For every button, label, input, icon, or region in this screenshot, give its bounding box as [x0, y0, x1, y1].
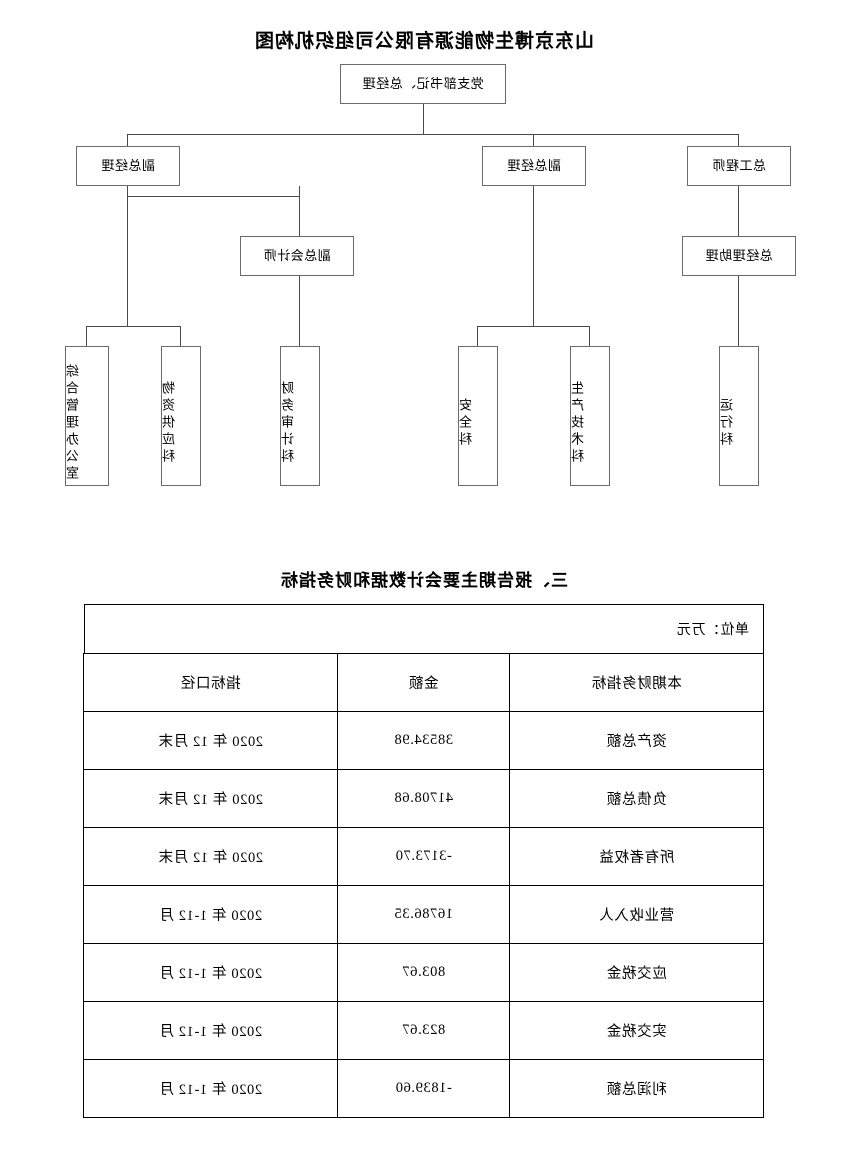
- org-node-dept-production-tech-label: 生产技术科: [571, 380, 586, 466]
- connector-drop-production-tech: [589, 326, 590, 346]
- cell-caliber: 2020 年 12 月末: [83, 711, 338, 770]
- connector-deputy-gm-left-stem: [533, 186, 534, 326]
- cell-metric: 实交税金: [509, 1001, 764, 1060]
- cell-metric: 营业收入人: [509, 885, 764, 944]
- org-node-dept-finance-audit-label: 财务审计科: [281, 380, 296, 466]
- column-header-amount: 金额: [337, 653, 510, 712]
- org-node-dept-general-office-label: 综合管理办公室: [66, 363, 81, 483]
- cell-amount: 823.67: [337, 1001, 510, 1060]
- cell-metric: 利润总额: [509, 1059, 764, 1118]
- cell-amount: 38534.98: [337, 711, 510, 770]
- org-node-deputy-gm-right-label: 副总经理: [101, 157, 156, 173]
- connector-assistant-to-operations: [738, 276, 739, 346]
- connector-top-trunk: [423, 104, 424, 134]
- org-node-deputy-gm-left-label: 副总经理: [507, 157, 562, 173]
- org-node-deputy-gm-right: 副总经理: [76, 146, 180, 186]
- cell-amount: -3173.70: [337, 827, 510, 886]
- connector-deputy-gm-right-bus: [87, 326, 181, 327]
- org-node-top-label: 党支部书记、总经理: [362, 75, 484, 91]
- org-node-gm-assistant-label: 总经理助理: [705, 247, 773, 263]
- connector-drop-chief-engineer: [738, 134, 739, 146]
- connector-deputy-gm-to-accountant: [299, 186, 300, 196]
- org-node-dept-safety: 安全科: [458, 346, 498, 486]
- connector-drop-deputy-gm-left: [533, 134, 534, 146]
- org-chart: 山东京博生物能源有限公司组织机构图 党支部书记、总经理 总工程师 副总经理 副总…: [0, 0, 848, 540]
- org-node-dept-materials-supply-label: 物资供应科: [162, 380, 177, 466]
- org-node-deputy-chief-accountant: 副总会计师: [240, 236, 354, 276]
- org-node-top: 党支部书记、总经理: [340, 64, 506, 104]
- connector-drop-deputy-gm-right: [127, 134, 128, 146]
- column-header-metric: 本期财务指标: [509, 653, 764, 712]
- column-header-caliber: 指标口径: [83, 653, 338, 712]
- org-node-dept-finance-audit: 财务审计科: [280, 346, 320, 486]
- unit-frame: 单位：万元: [84, 604, 764, 653]
- org-node-gm-assistant: 总经理助理: [682, 236, 796, 276]
- org-node-dept-operations: 运行科: [719, 346, 759, 486]
- org-chart-title: 山东京博生物能源有限公司组织机构图: [254, 31, 595, 52]
- cell-amount: 16786.35: [337, 885, 510, 944]
- section-heading: 三、报告期主要会计数据和财务指标: [280, 571, 568, 590]
- connector-drop-safety: [477, 326, 478, 346]
- org-node-chief-engineer-label: 总工程师: [712, 157, 767, 173]
- cell-caliber: 2020 年 1-12 月: [83, 1001, 338, 1060]
- connector-chief-engineer-to-assistant: [738, 186, 739, 236]
- cell-amount: -1839.60: [337, 1059, 510, 1118]
- connector-drop-general-office: [86, 326, 87, 346]
- connector-deputy-gm-right-stem: [127, 186, 128, 326]
- cell-metric: 资产总额: [509, 711, 764, 770]
- org-node-dept-operations-label: 运行科: [720, 397, 735, 449]
- connector-deputy-gm-left-bus: [478, 326, 590, 327]
- org-node-dept-production-tech: 生产技术科: [570, 346, 610, 486]
- cell-metric: 所有者权益: [509, 827, 764, 886]
- cell-amount: 803.67: [337, 943, 510, 1002]
- org-node-dept-materials-supply: 物资供应科: [161, 346, 201, 486]
- org-node-dept-general-office: 综合管理办公室: [65, 346, 109, 486]
- connector-accountant-to-finance: [299, 276, 300, 346]
- connector-deputy-gm-right-branch: [128, 196, 300, 197]
- cell-caliber: 2020 年 12 月末: [83, 769, 338, 828]
- table-header-row: 本期财务指标 金额 指标口径: [83, 653, 764, 712]
- cell-caliber: 2020 年 12 月末: [83, 827, 338, 886]
- cell-caliber: 2020 年 1-12 月: [83, 943, 338, 1002]
- connector-drop-materials: [180, 326, 181, 346]
- unit-label: 单位：万元: [676, 623, 750, 638]
- connector-level2-bus: [128, 134, 739, 135]
- cell-metric: 负债总额: [509, 769, 764, 828]
- cell-caliber: 2020 年 1-12 月: [83, 885, 338, 944]
- org-node-deputy-gm-left: 副总经理: [482, 146, 586, 186]
- cell-amount: 41708.68: [337, 769, 510, 828]
- cell-metric: 应交税金: [509, 943, 764, 1002]
- org-node-deputy-chief-accountant-label: 副总会计师: [263, 247, 331, 263]
- org-node-chief-engineer: 总工程师: [687, 146, 791, 186]
- connector-accountant-drop: [299, 196, 300, 236]
- org-node-dept-safety-label: 安全科: [459, 397, 474, 449]
- cell-caliber: 2020 年 1-12 月: [83, 1059, 338, 1118]
